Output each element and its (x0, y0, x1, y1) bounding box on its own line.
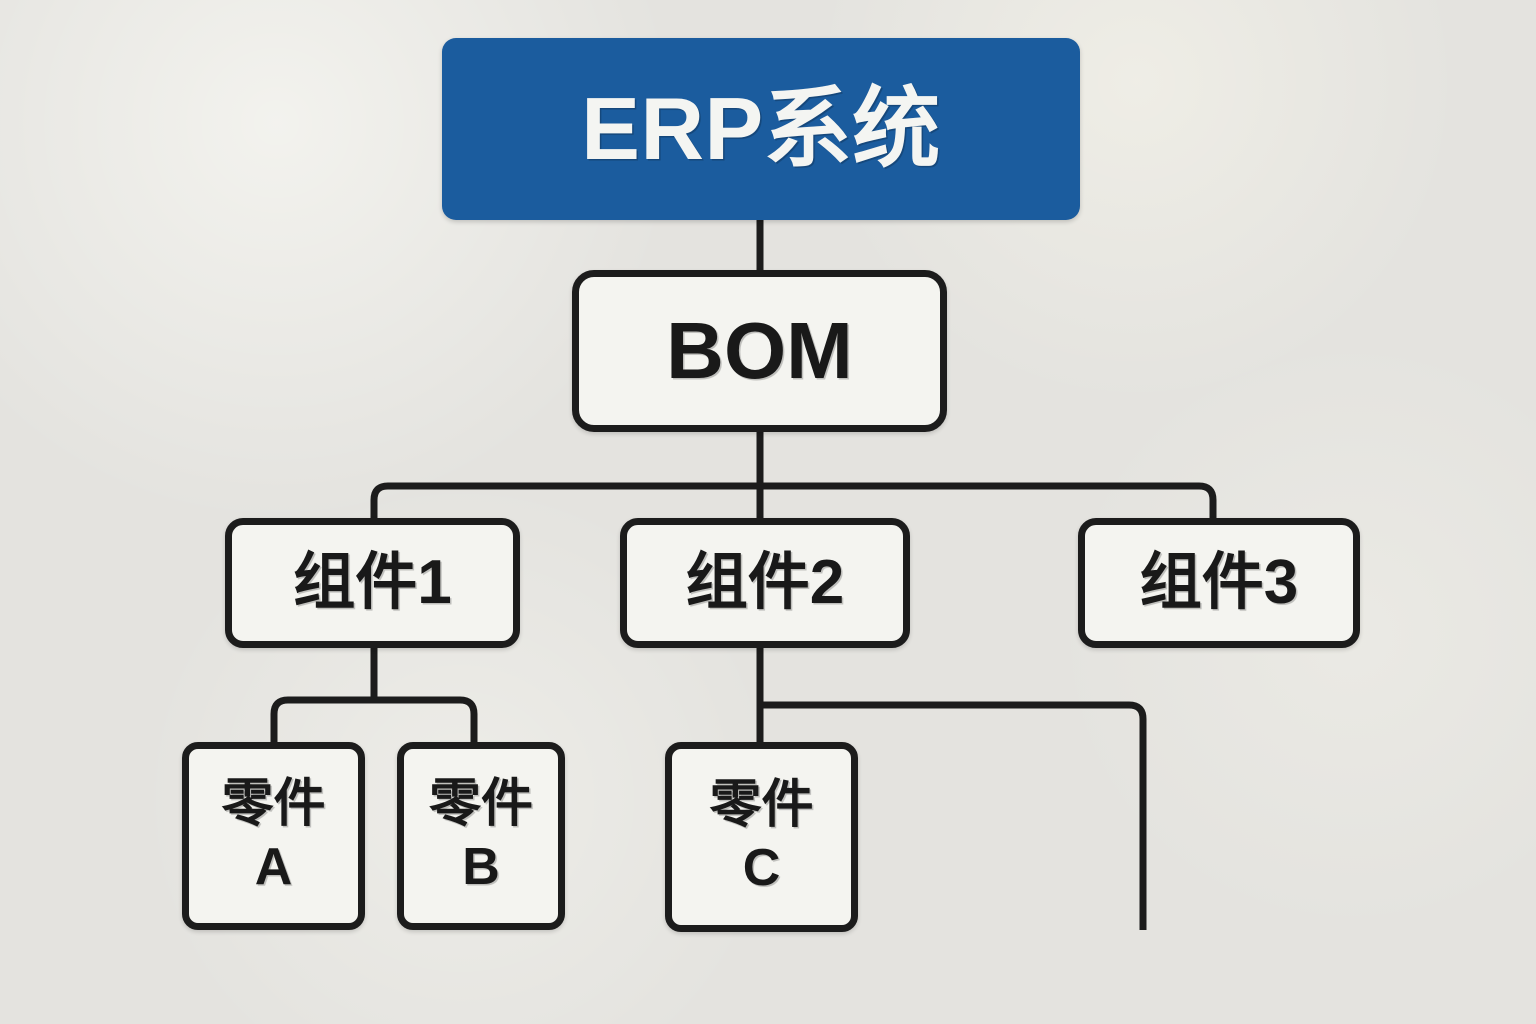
node-part-b-line2: B (462, 838, 500, 896)
node-part-b-label: 零件 B (429, 773, 533, 900)
node-part-c-label: 零件 C (709, 774, 813, 901)
node-component-1-label: 组件1 (293, 547, 452, 617)
node-part-b-line1: 零件 (428, 774, 533, 833)
node-erp-system[interactable]: ERP系统 (442, 38, 1080, 220)
node-part-a-line1: 零件 (221, 774, 326, 833)
node-part-a[interactable]: 零件 A (182, 742, 365, 930)
node-bom-label: BOM (666, 305, 853, 395)
node-component-2[interactable]: 组件2 (620, 518, 910, 648)
node-part-a-line2: A (254, 838, 293, 896)
edge-bus-components (370, 482, 1217, 518)
node-component-2-label: 组件2 (685, 547, 845, 617)
node-part-c-line1: 零件 (709, 775, 814, 834)
node-part-a-label: 零件 A (221, 773, 325, 900)
node-component-3-label: 组件3 (1139, 547, 1299, 617)
node-component-3[interactable]: 组件3 (1078, 518, 1360, 648)
node-part-b[interactable]: 零件 B (397, 742, 565, 930)
node-erp-system-label: ERP系统 (581, 79, 941, 179)
edge-subbus-parts-ab (270, 696, 478, 744)
node-part-c[interactable]: 零件 C (665, 742, 858, 932)
node-part-c-line2: C (742, 839, 781, 897)
edge-component-2-dangling (760, 701, 1147, 930)
node-component-1[interactable]: 组件1 (225, 518, 520, 648)
node-bom[interactable]: BOM (572, 270, 947, 432)
